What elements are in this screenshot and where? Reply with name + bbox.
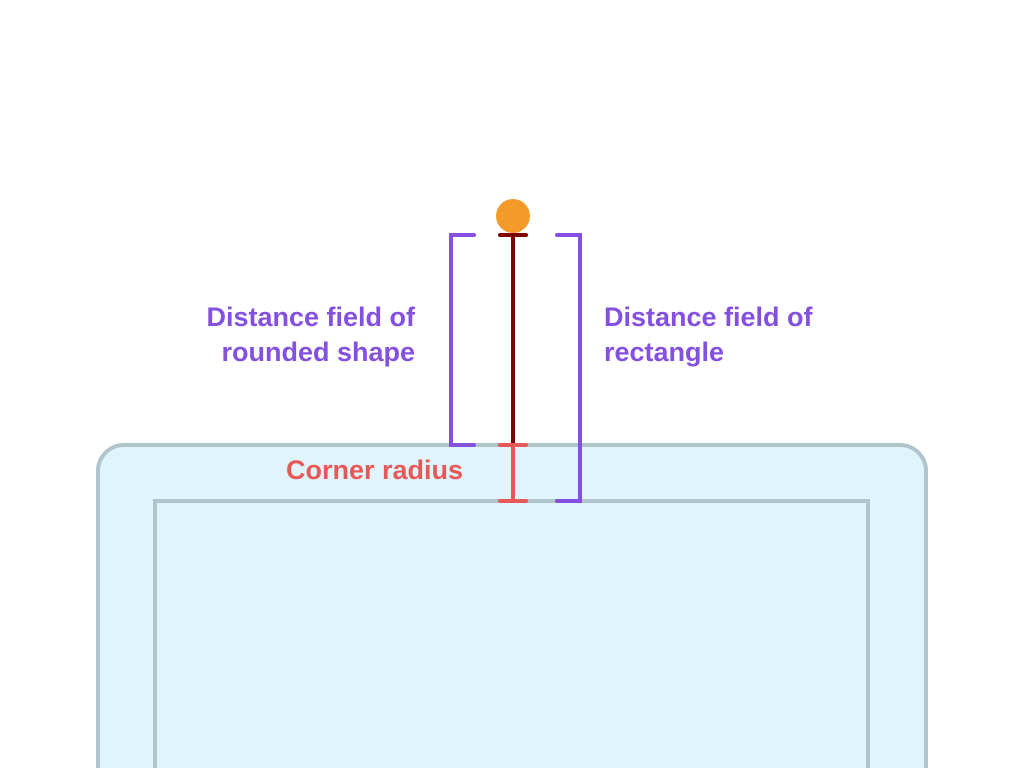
corner-radius-label: Corner radius <box>285 455 463 485</box>
rectangle-field-label: Distance field of rectangle <box>604 300 813 370</box>
rectangle-field-bracket <box>555 233 582 503</box>
sample-point <box>496 199 530 233</box>
rounded-field-bracket <box>449 233 476 447</box>
rounded-field-label-line2: rounded shape <box>221 337 415 367</box>
rectangle-field-label-line2: rectangle <box>604 337 725 367</box>
corner-radius-line <box>498 443 528 503</box>
rounded-field-label-line1: Distance field of <box>206 302 415 332</box>
rectangle-field-label-line1: Distance field of <box>604 302 813 332</box>
distance-line <box>498 233 528 447</box>
rounded-field-label: Distance field of rounded shape <box>206 300 415 370</box>
rounded-shape-fill <box>98 445 926 768</box>
